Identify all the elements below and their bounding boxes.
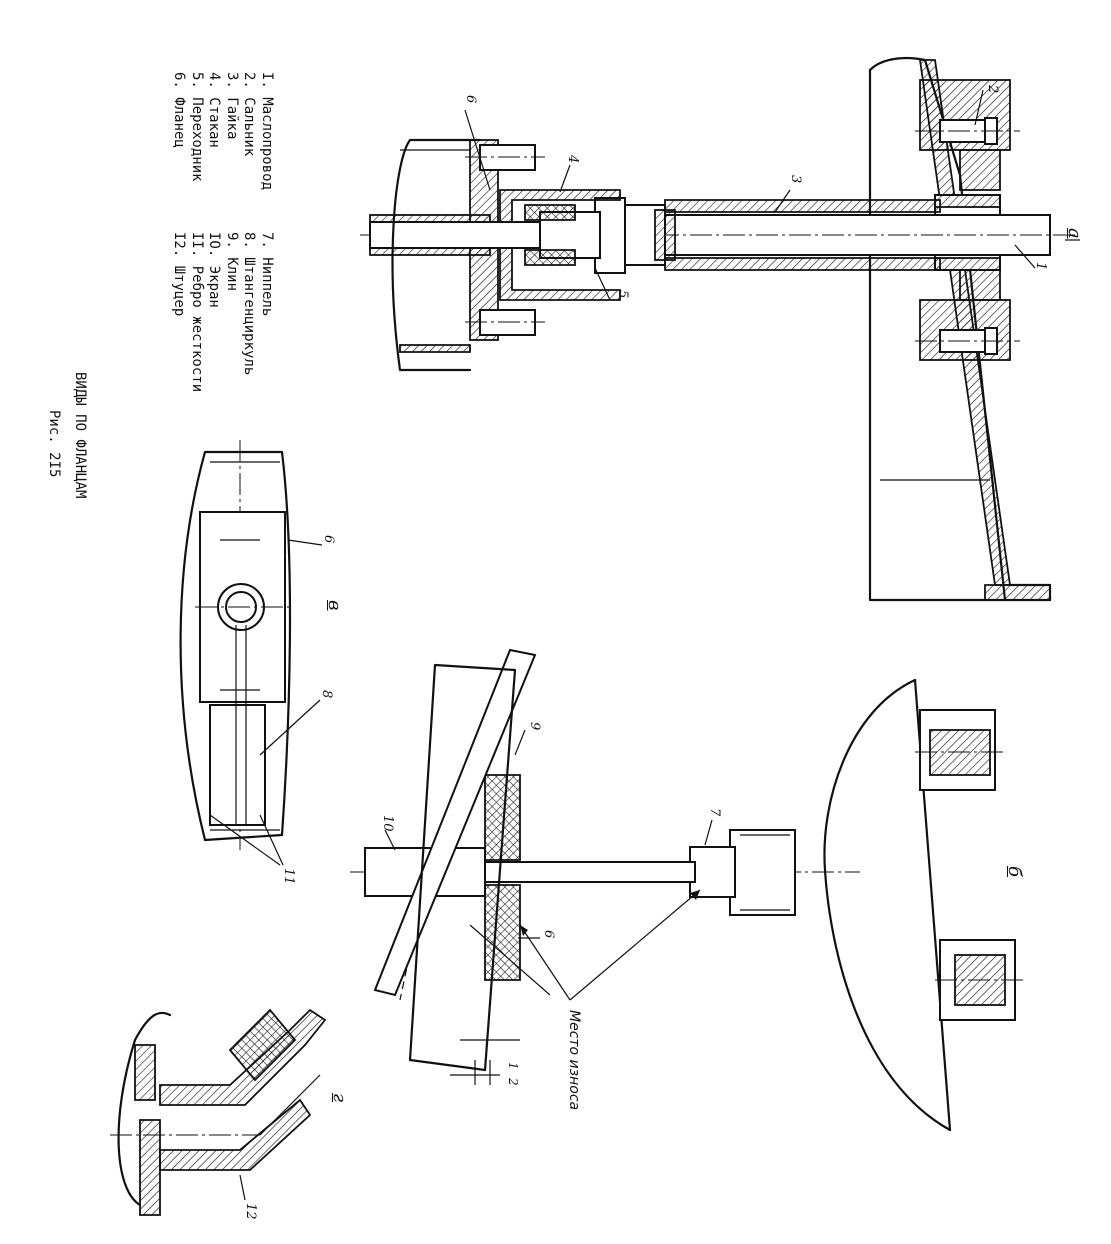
callout-6: 6 — [463, 95, 478, 104]
view-label-g: г — [329, 1093, 350, 1103]
view-label-b: б — [1004, 866, 1025, 877]
view-g-drawing — [110, 1008, 327, 1216]
callout-2: 2 — [985, 85, 1000, 94]
callout-1: 1 — [1033, 262, 1048, 271]
callout-b-9: 9 — [527, 722, 542, 731]
callout-b-6: 6 — [541, 930, 556, 939]
dim-label-2: 2 — [506, 1078, 520, 1086]
legend-item: II. Ребро жесткости — [189, 232, 205, 393]
legend-item: 4. Стакан — [206, 72, 223, 148]
legend-item: 5. Переходник — [189, 72, 205, 182]
caption-title: ВИДЫ ПО ФЛАНЦАМ — [72, 372, 88, 499]
legend-left-column: I. Маслопровод 2. Сальник 3. Гайка 4. Ст… — [170, 72, 276, 191]
callout-v-8: 8 — [319, 690, 334, 699]
legend-item: 9. Клин — [224, 232, 240, 292]
callout-v-11: 11 — [281, 868, 296, 885]
callout-b-10: 10 — [380, 815, 395, 832]
legend-item: 3. Гайка — [224, 72, 240, 140]
view-b-drawing — [350, 648, 1025, 1132]
wear-location-label: Место износа — [566, 1010, 582, 1111]
callout-3: 3 — [788, 175, 803, 184]
callout-g-12: 12 — [243, 1203, 258, 1220]
view-label-a: а — [1064, 228, 1085, 239]
legend-item: I. Маслопровод — [259, 72, 275, 191]
view-a-drawing — [360, 56, 1080, 602]
callout-5: 5 — [615, 290, 630, 299]
callout-b-7: 7 — [707, 808, 722, 817]
dim-label-1: 1 — [506, 1062, 520, 1070]
view-v-drawing — [179, 440, 323, 866]
legend-item: 6. Фланец — [171, 72, 188, 148]
caption-figure: Рис. 2I5 — [46, 410, 62, 478]
legend-item: IO. Экран — [206, 232, 223, 308]
legend-item: 7. Ниппель — [259, 232, 275, 317]
view-label-v: в — [324, 600, 345, 611]
legend-item: I2. Штуцер — [171, 232, 188, 317]
callout-v-6: 6 — [321, 535, 336, 544]
legend-right-column: 7. Ниппель 8. Штангенциркуль 9. Клин IO.… — [170, 232, 276, 393]
legend-item: 2. Сальник — [241, 72, 258, 157]
legend-item: 8. Штангенциркуль — [241, 232, 258, 376]
callout-4: 4 — [565, 155, 580, 164]
